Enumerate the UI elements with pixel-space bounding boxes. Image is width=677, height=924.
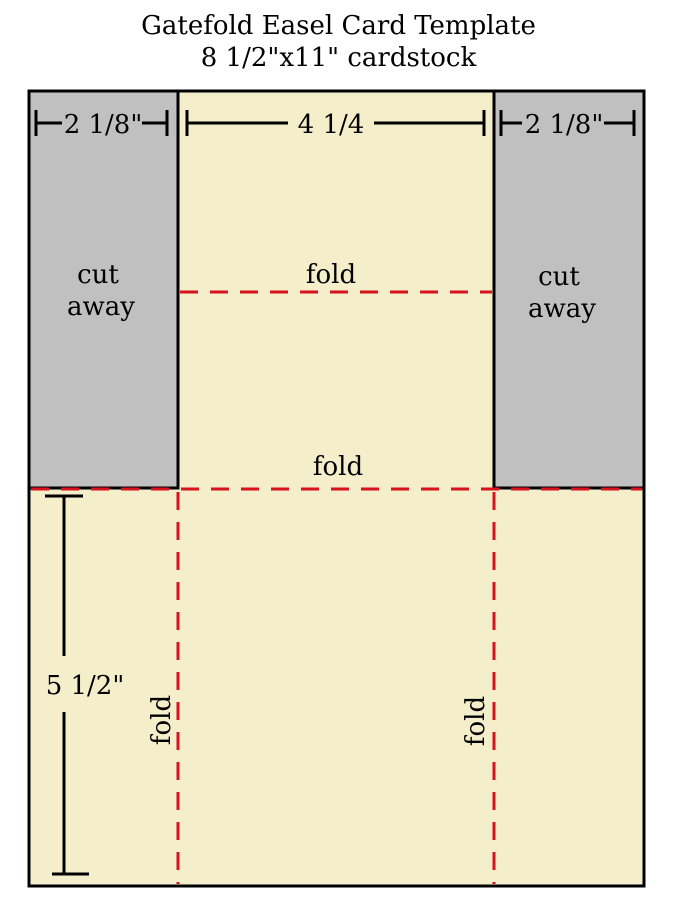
dimension-left-width (34, 110, 169, 136)
dimension-right-width (499, 110, 636, 136)
diagram-subtitle: 8 1/2"x11" cardstock (200, 43, 477, 73)
sheet-outline (27, 89, 646, 888)
fold-label-right-vertical: fold (461, 696, 491, 746)
cutaway-right-label-line1: cut (538, 262, 580, 292)
dimension-right-label: 2 1/8" (525, 110, 604, 140)
dimension-center-width (185, 110, 486, 136)
cutaway-left-label-line1: cut (77, 260, 119, 290)
fold-label-left-vertical: fold (147, 695, 177, 745)
fold-lines (31, 290, 642, 884)
dimension-left-label: 2 1/8" (64, 110, 143, 140)
cutaway-right-label-line2: away (528, 294, 596, 324)
cutaway-left-panel (27, 89, 180, 490)
cutaway-right-panel (492, 89, 646, 490)
cutaway-left-label-line2: away (67, 292, 135, 322)
dimension-height-label: 5 1/2" (46, 671, 125, 701)
dimension-height (45, 494, 89, 876)
fold-label-upper: fold (306, 260, 356, 290)
dimension-center-label: 4 1/4 (298, 110, 365, 140)
diagram-title: Gatefold Easel Card Template (141, 11, 536, 41)
fold-label-middle: fold (313, 452, 363, 482)
